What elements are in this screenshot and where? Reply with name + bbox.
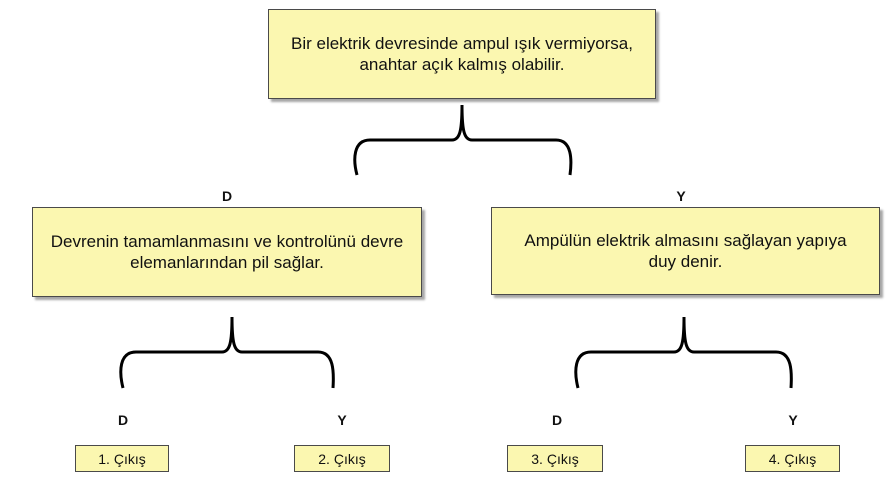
brace-left: [119, 316, 335, 389]
branch-label-d-3: D: [551, 412, 563, 428]
output-box-3: 3. Çıkış: [507, 445, 603, 472]
branch-label-y-4: Y: [788, 412, 798, 428]
output-label-3: 3. Çıkış: [531, 450, 579, 467]
branch-label-y-top: Y: [676, 188, 686, 204]
branch-label-d-top: D: [221, 188, 233, 204]
brace-right: [574, 316, 793, 389]
output-box-4: 4. Çıkış: [745, 445, 840, 472]
statement-text-right: Ampülün elektrik almasını sağlayan yapıy…: [524, 230, 847, 271]
branch-label-d-1: D: [117, 412, 129, 428]
output-label-2: 2. Çıkış: [318, 450, 366, 467]
root-statement-box: Bir elektrik devresinde ampul ışık vermi…: [268, 9, 656, 99]
root-statement-text: Bir elektrik devresinde ampul ışık vermi…: [290, 33, 633, 74]
brace-root: [353, 104, 573, 176]
statement-box-left: Devrenin tamamlanmasını ve kontrolünü de…: [32, 207, 422, 297]
statement-box-right: Ampülün elektrik almasını sağlayan yapıy…: [491, 207, 880, 295]
branch-label-y-2: Y: [337, 412, 347, 428]
statement-text-left: Devrenin tamamlanmasını ve kontrolünü de…: [50, 231, 404, 272]
output-label-4: 4. Çıkış: [768, 450, 817, 467]
output-box-1: 1. Çıkış: [75, 445, 169, 472]
output-box-2: 2. Çıkış: [294, 445, 390, 472]
output-label-1: 1. Çıkış: [98, 450, 146, 467]
